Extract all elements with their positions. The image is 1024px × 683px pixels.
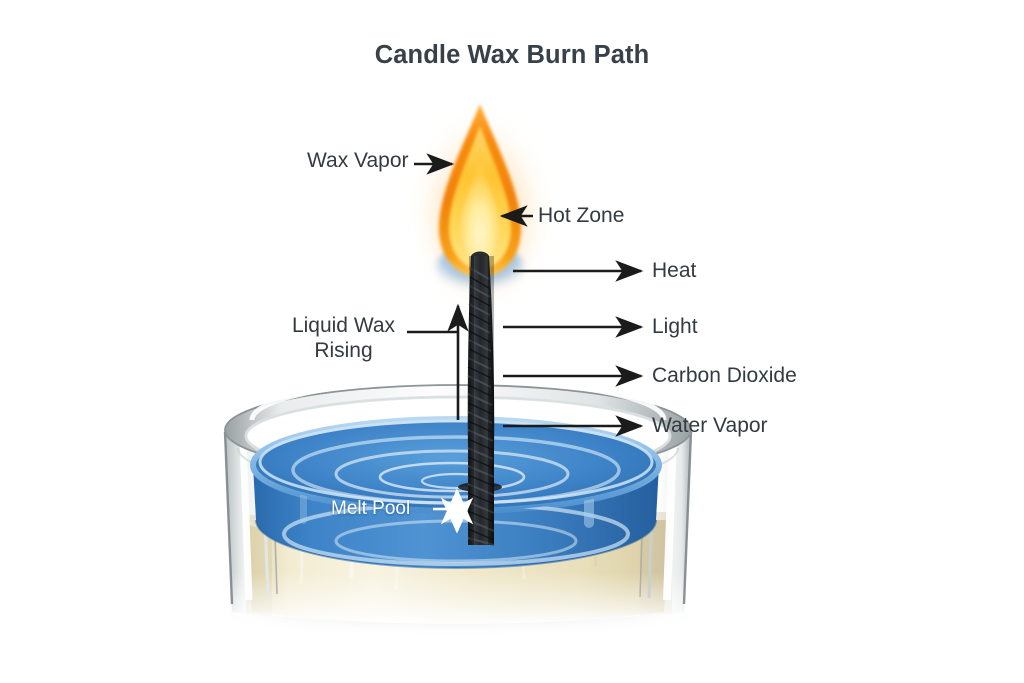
label-light: Light: [652, 315, 698, 338]
flame-core: [460, 163, 500, 262]
label-hot-zone: Hot Zone: [538, 204, 625, 227]
flame: [419, 99, 543, 294]
annotation-arrows: [407, 153, 644, 437]
melt-pool-callout: [433, 488, 474, 534]
label-heat: Heat: [652, 259, 697, 282]
label-carbon-dioxide: Carbon Dioxide: [652, 364, 797, 387]
label-liquid-wax-rising: Liquid Wax Rising: [291, 314, 396, 362]
label-water-vapor: Water Vapor: [652, 414, 768, 437]
wick: [458, 251, 502, 546]
page-title: Candle Wax Burn Path: [374, 41, 650, 69]
label-melt-pool: Melt Pool: [331, 498, 411, 519]
label-wax-vapor: Wax Vapor: [307, 149, 409, 172]
